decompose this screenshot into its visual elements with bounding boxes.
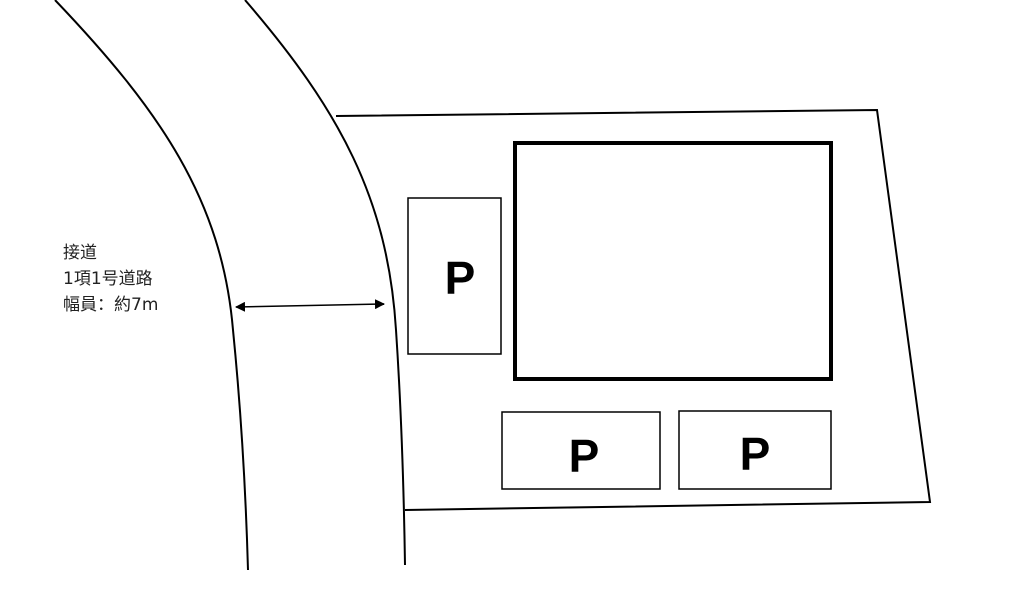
road-edge-right (244, 0, 406, 566)
parking-space-3-label: P (740, 428, 771, 480)
road-label-road-type: 1項1号道路 (63, 269, 153, 289)
parking-space-2: P (501, 411, 661, 490)
road-width-arrow (235, 299, 385, 312)
parking-space-2-label: P (569, 430, 600, 482)
road-edge-left (54, 0, 249, 571)
building-footprint (513, 141, 833, 381)
road-label-access: 接道 (63, 243, 97, 263)
road-label-width: 幅員：約7m (63, 295, 159, 315)
parking-space-3: P (678, 410, 832, 490)
parking-space-1: P (407, 197, 502, 355)
road-info-label: 接道 1項1号道路 幅員：約7m (63, 240, 158, 318)
parking-space-1-label: P (445, 252, 476, 304)
site-lot-boundary (335, 108, 932, 511)
